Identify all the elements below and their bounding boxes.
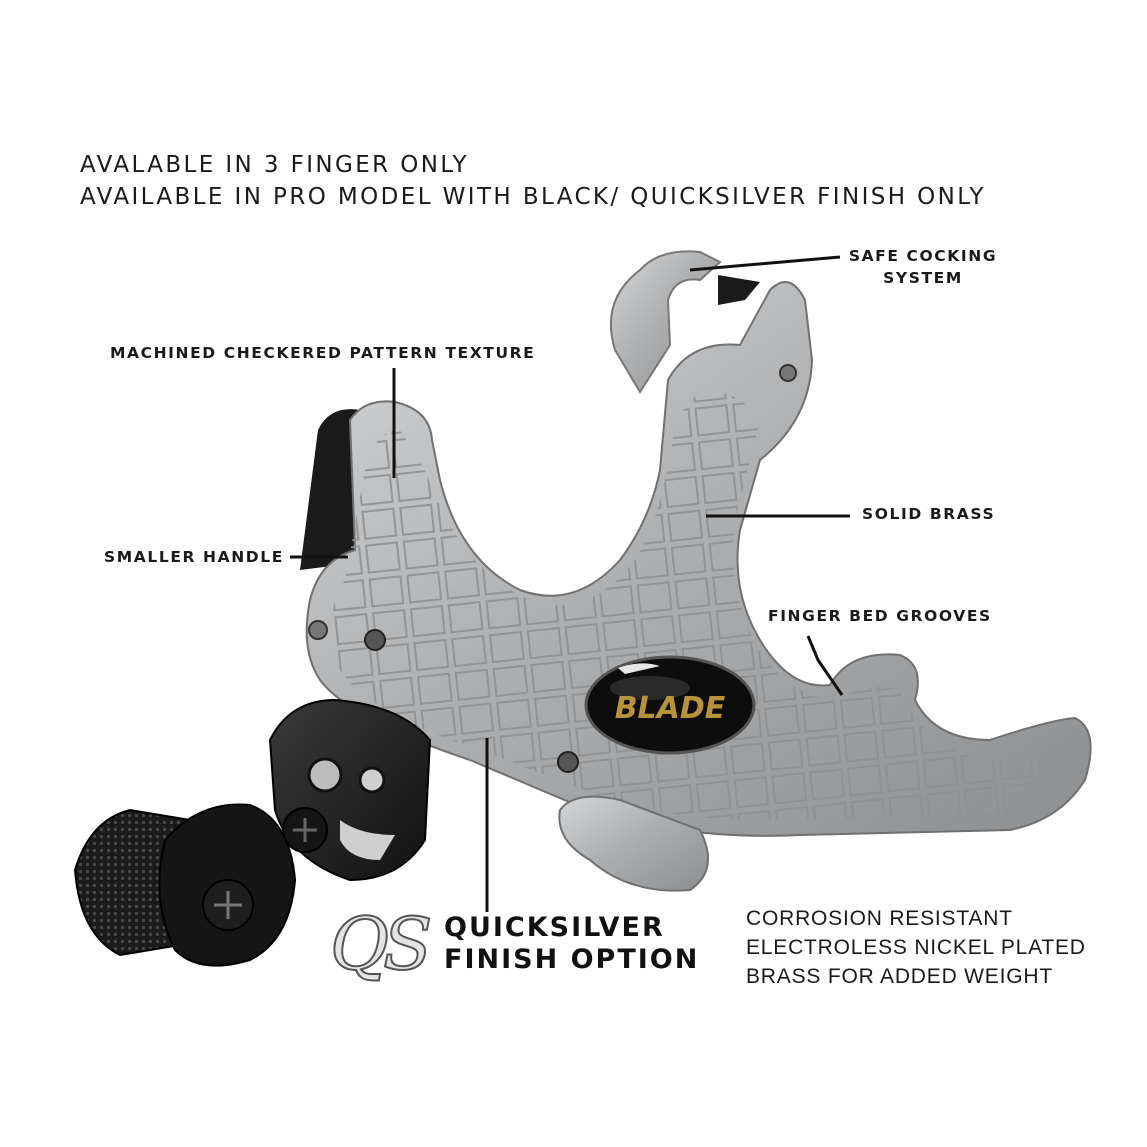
headline-pro-model: AVAILABLE IN PRO MODEL WITH BLACK/ QUICK… [80,184,986,210]
knurled-thumb-barrel [73,803,297,967]
callout-safe-cocking-line2: SYSTEM [883,269,963,287]
headline-three-finger: AVALABLE IN 3 FINGER ONLY [80,152,469,178]
callout-machined-texture: MACHINED CHECKERED PATTERN TEXTURE [110,344,536,362]
corrosion-line1: CORROSION RESISTANT [746,907,1013,930]
quicksilver-title: QUICKSILVER [444,912,665,943]
badge-text: BLADE [615,691,726,726]
callout-smaller-handle: SMALLER HANDLE [104,548,284,566]
body-screw-left [364,629,386,651]
blade-badge: BLADE [584,655,756,755]
hook-screw [779,364,797,382]
qs-logo: QS [329,901,433,987]
callout-safe-cocking: SAFE COCKING SYSTEM [842,247,1004,287]
quicksilver-finish-option: FINISH OPTION [444,944,700,975]
trigger [558,795,709,892]
swivel-connector [268,698,432,882]
leader-lines [290,255,850,912]
callout-finger-bed-grooves: FINGER BED GROOVES [768,607,992,625]
corrosion-line2: ELECTROLESS NICKEL PLATED [746,936,1086,959]
callout-safe-cocking-line1: SAFE COCKING [848,247,998,265]
body-screw-bottom [557,751,579,773]
callout-solid-brass: SOLID BRASS [862,505,996,523]
corrosion-line3: BRASS FOR ADDED WEIGHT [746,965,1053,988]
safe-cocking-hook [609,250,760,394]
